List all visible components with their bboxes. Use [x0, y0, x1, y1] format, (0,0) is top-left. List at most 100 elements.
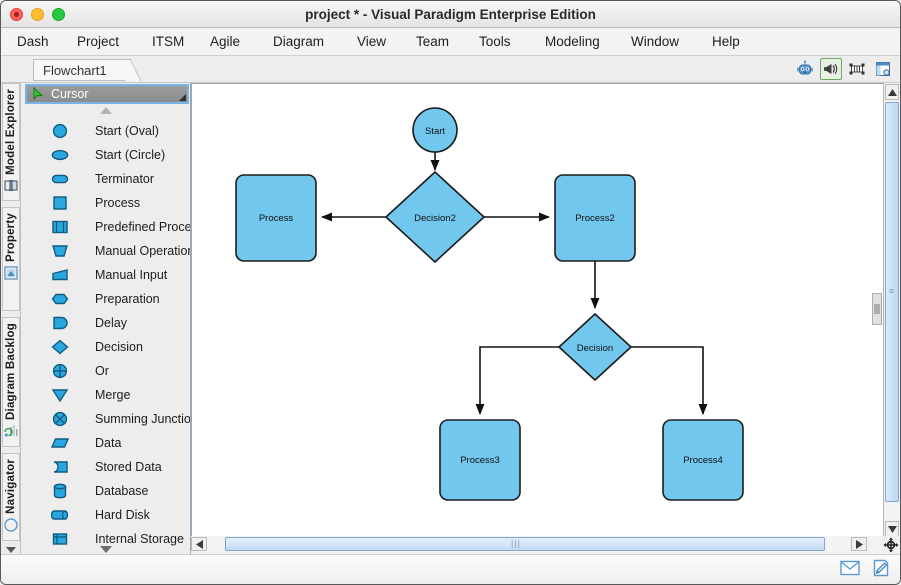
- scroll-up-arrow[interactable]: [99, 107, 112, 114]
- menu-item-help[interactable]: Help: [712, 34, 740, 49]
- palette-item-database[interactable]: Database: [21, 479, 190, 503]
- palette-item-decision[interactable]: Decision: [21, 335, 190, 359]
- palette-item-manual-input[interactable]: Manual Input: [21, 263, 190, 287]
- close-button[interactable]: [10, 8, 23, 21]
- dock-scroll-down-arrow[interactable]: [6, 547, 16, 553]
- scroll-left-arrow[interactable]: [191, 537, 207, 551]
- tab-flowchart1[interactable]: Flowchart1: [33, 59, 125, 81]
- menu-item-diagram[interactable]: Diagram: [273, 34, 325, 49]
- palette-item-label: Or: [95, 364, 109, 378]
- menu-item-window[interactable]: Window: [631, 34, 680, 49]
- fit-to-width-icon[interactable]: [846, 58, 868, 80]
- note-edit-icon[interactable]: [872, 559, 890, 577]
- palette-item-label: Start (Circle): [95, 148, 166, 162]
- palette-item-data[interactable]: Data: [21, 431, 190, 455]
- scrollbar-grip: |||: [511, 538, 522, 548]
- node-label: Process: [259, 213, 294, 224]
- menu-item-itsm[interactable]: ITSM: [152, 34, 185, 49]
- shape-delay-icon: [51, 315, 69, 331]
- panel-splitter-handle[interactable]: [872, 293, 882, 325]
- vertical-scrollbar-thumb[interactable]: ≡: [885, 102, 899, 502]
- palette-item-cursor[interactable]: Cursor: [25, 84, 189, 104]
- tab-toolbar: [794, 58, 894, 80]
- scroll-up-arrow[interactable]: [885, 84, 899, 100]
- shape-manual-operation-icon: [51, 243, 69, 259]
- shape-circle-icon: [51, 123, 69, 139]
- palette-item-predefined-process[interactable]: Predefined Process: [21, 215, 191, 239]
- palette-item-label: Predefined Process: [95, 220, 191, 234]
- scrollbar-grip: ≡: [889, 286, 896, 296]
- dock-tab-property[interactable]: Property: [2, 207, 20, 311]
- horizontal-scrollbar-thumb[interactable]: |||: [225, 537, 825, 551]
- pan-move-icon[interactable]: [882, 536, 900, 554]
- palette-item-label: Stored Data: [95, 460, 162, 474]
- node-label: Process2: [575, 213, 615, 224]
- scroll-down-arrow[interactable]: [99, 546, 112, 553]
- announcement-icon[interactable]: [820, 58, 842, 80]
- shape-merge-icon: [51, 387, 69, 403]
- window-controls: [10, 8, 65, 21]
- menu-item-agile[interactable]: Agile: [210, 34, 241, 49]
- palette-item-delay[interactable]: Delay: [21, 311, 190, 335]
- diagram-canvas[interactable]: Start Decision2 Process Process2 Decisio…: [191, 83, 885, 555]
- node-decision[interactable]: Decision: [558, 313, 632, 381]
- scroll-down-arrow[interactable]: [885, 521, 899, 537]
- vertical-scrollbar[interactable]: ≡: [883, 83, 900, 538]
- minimize-button[interactable]: [31, 8, 44, 21]
- palette-item-manual-operation[interactable]: Manual Operation: [21, 239, 190, 263]
- dock-tab-navigator[interactable]: Navigator: [2, 453, 20, 541]
- palette-item-internal-storage[interactable]: Internal Storage: [21, 527, 190, 551]
- palette-item-summing-junction[interactable]: Summing Junction: [21, 407, 190, 431]
- node-start[interactable]: Start: [412, 107, 458, 153]
- palette-item-start-circle[interactable]: Start (Circle): [21, 143, 190, 167]
- menu-item-tools[interactable]: Tools: [479, 34, 511, 49]
- robot-assistant-icon[interactable]: [794, 58, 816, 80]
- message-envelope-icon[interactable]: [840, 560, 860, 576]
- menu-bar: Dash Project ITSM Agile Diagram View Team Tools…: [1, 28, 900, 56]
- palette-item-or[interactable]: Or: [21, 359, 190, 383]
- dock-tab-diagram-backlog[interactable]: Diagram Backlog: [2, 317, 20, 447]
- edge-decision-process4: [631, 346, 708, 415]
- title-bar: project * - Visual Paradigm Enterprise E…: [1, 1, 900, 28]
- palette-item-start-oval[interactable]: Start (Oval): [21, 119, 190, 143]
- horizontal-scrollbar[interactable]: |||: [191, 536, 885, 554]
- palette-item-process[interactable]: Process: [21, 191, 190, 215]
- palette-item-preparation[interactable]: Preparation: [21, 287, 190, 311]
- node-process4[interactable]: Process4: [662, 419, 744, 501]
- menu-item-modeling[interactable]: Modeling: [545, 34, 600, 49]
- shape-summing-junction-icon: [51, 411, 69, 427]
- menu-item-dash[interactable]: Dash: [17, 34, 49, 49]
- dock-tab-model-explorer[interactable]: Model Explorer: [2, 83, 20, 201]
- palette-item-merge[interactable]: Merge: [21, 383, 190, 407]
- palette-item-stored-data[interactable]: Stored Data: [21, 455, 190, 479]
- menu-item-view[interactable]: View: [357, 34, 387, 49]
- node-process2[interactable]: Process2: [554, 174, 636, 262]
- shape-process-icon: [51, 195, 69, 211]
- palette-item-terminator[interactable]: Terminator: [21, 167, 190, 191]
- tab-strip: Flowchart1: [1, 56, 900, 83]
- scroll-right-arrow[interactable]: [851, 537, 867, 551]
- property-icon: [4, 266, 18, 280]
- shape-data-icon: [51, 435, 69, 451]
- palette-expand-corner[interactable]: [179, 94, 186, 101]
- palette-item-label: Delay: [95, 316, 127, 330]
- palette-item-label: Hard Disk: [95, 508, 150, 522]
- palette-item-hard-disk[interactable]: Hard Disk: [21, 503, 190, 527]
- shape-ellipse-icon: [51, 147, 69, 163]
- menu-item-project[interactable]: Project: [77, 34, 120, 49]
- dock-tab-label: Property: [5, 213, 17, 262]
- palette-item-label: Preparation: [95, 292, 160, 306]
- shape-palette: Cursor Start (Oval) Start (Circle) Termina…: [21, 83, 191, 555]
- palette-item-label: Cursor: [51, 87, 89, 101]
- node-process[interactable]: Process: [235, 174, 317, 262]
- maximize-button[interactable]: [52, 8, 65, 21]
- palette-item-label: Internal Storage: [95, 532, 184, 546]
- node-decision2[interactable]: Decision2: [385, 171, 485, 263]
- panel-layout-icon[interactable]: [872, 58, 894, 80]
- shape-terminator-icon: [51, 171, 69, 187]
- menu-item-team[interactable]: Team: [416, 34, 450, 49]
- palette-item-label: Start (Oval): [95, 124, 159, 138]
- node-process3[interactable]: Process3: [439, 419, 521, 501]
- dock-tab-label: Diagram Backlog: [5, 323, 17, 420]
